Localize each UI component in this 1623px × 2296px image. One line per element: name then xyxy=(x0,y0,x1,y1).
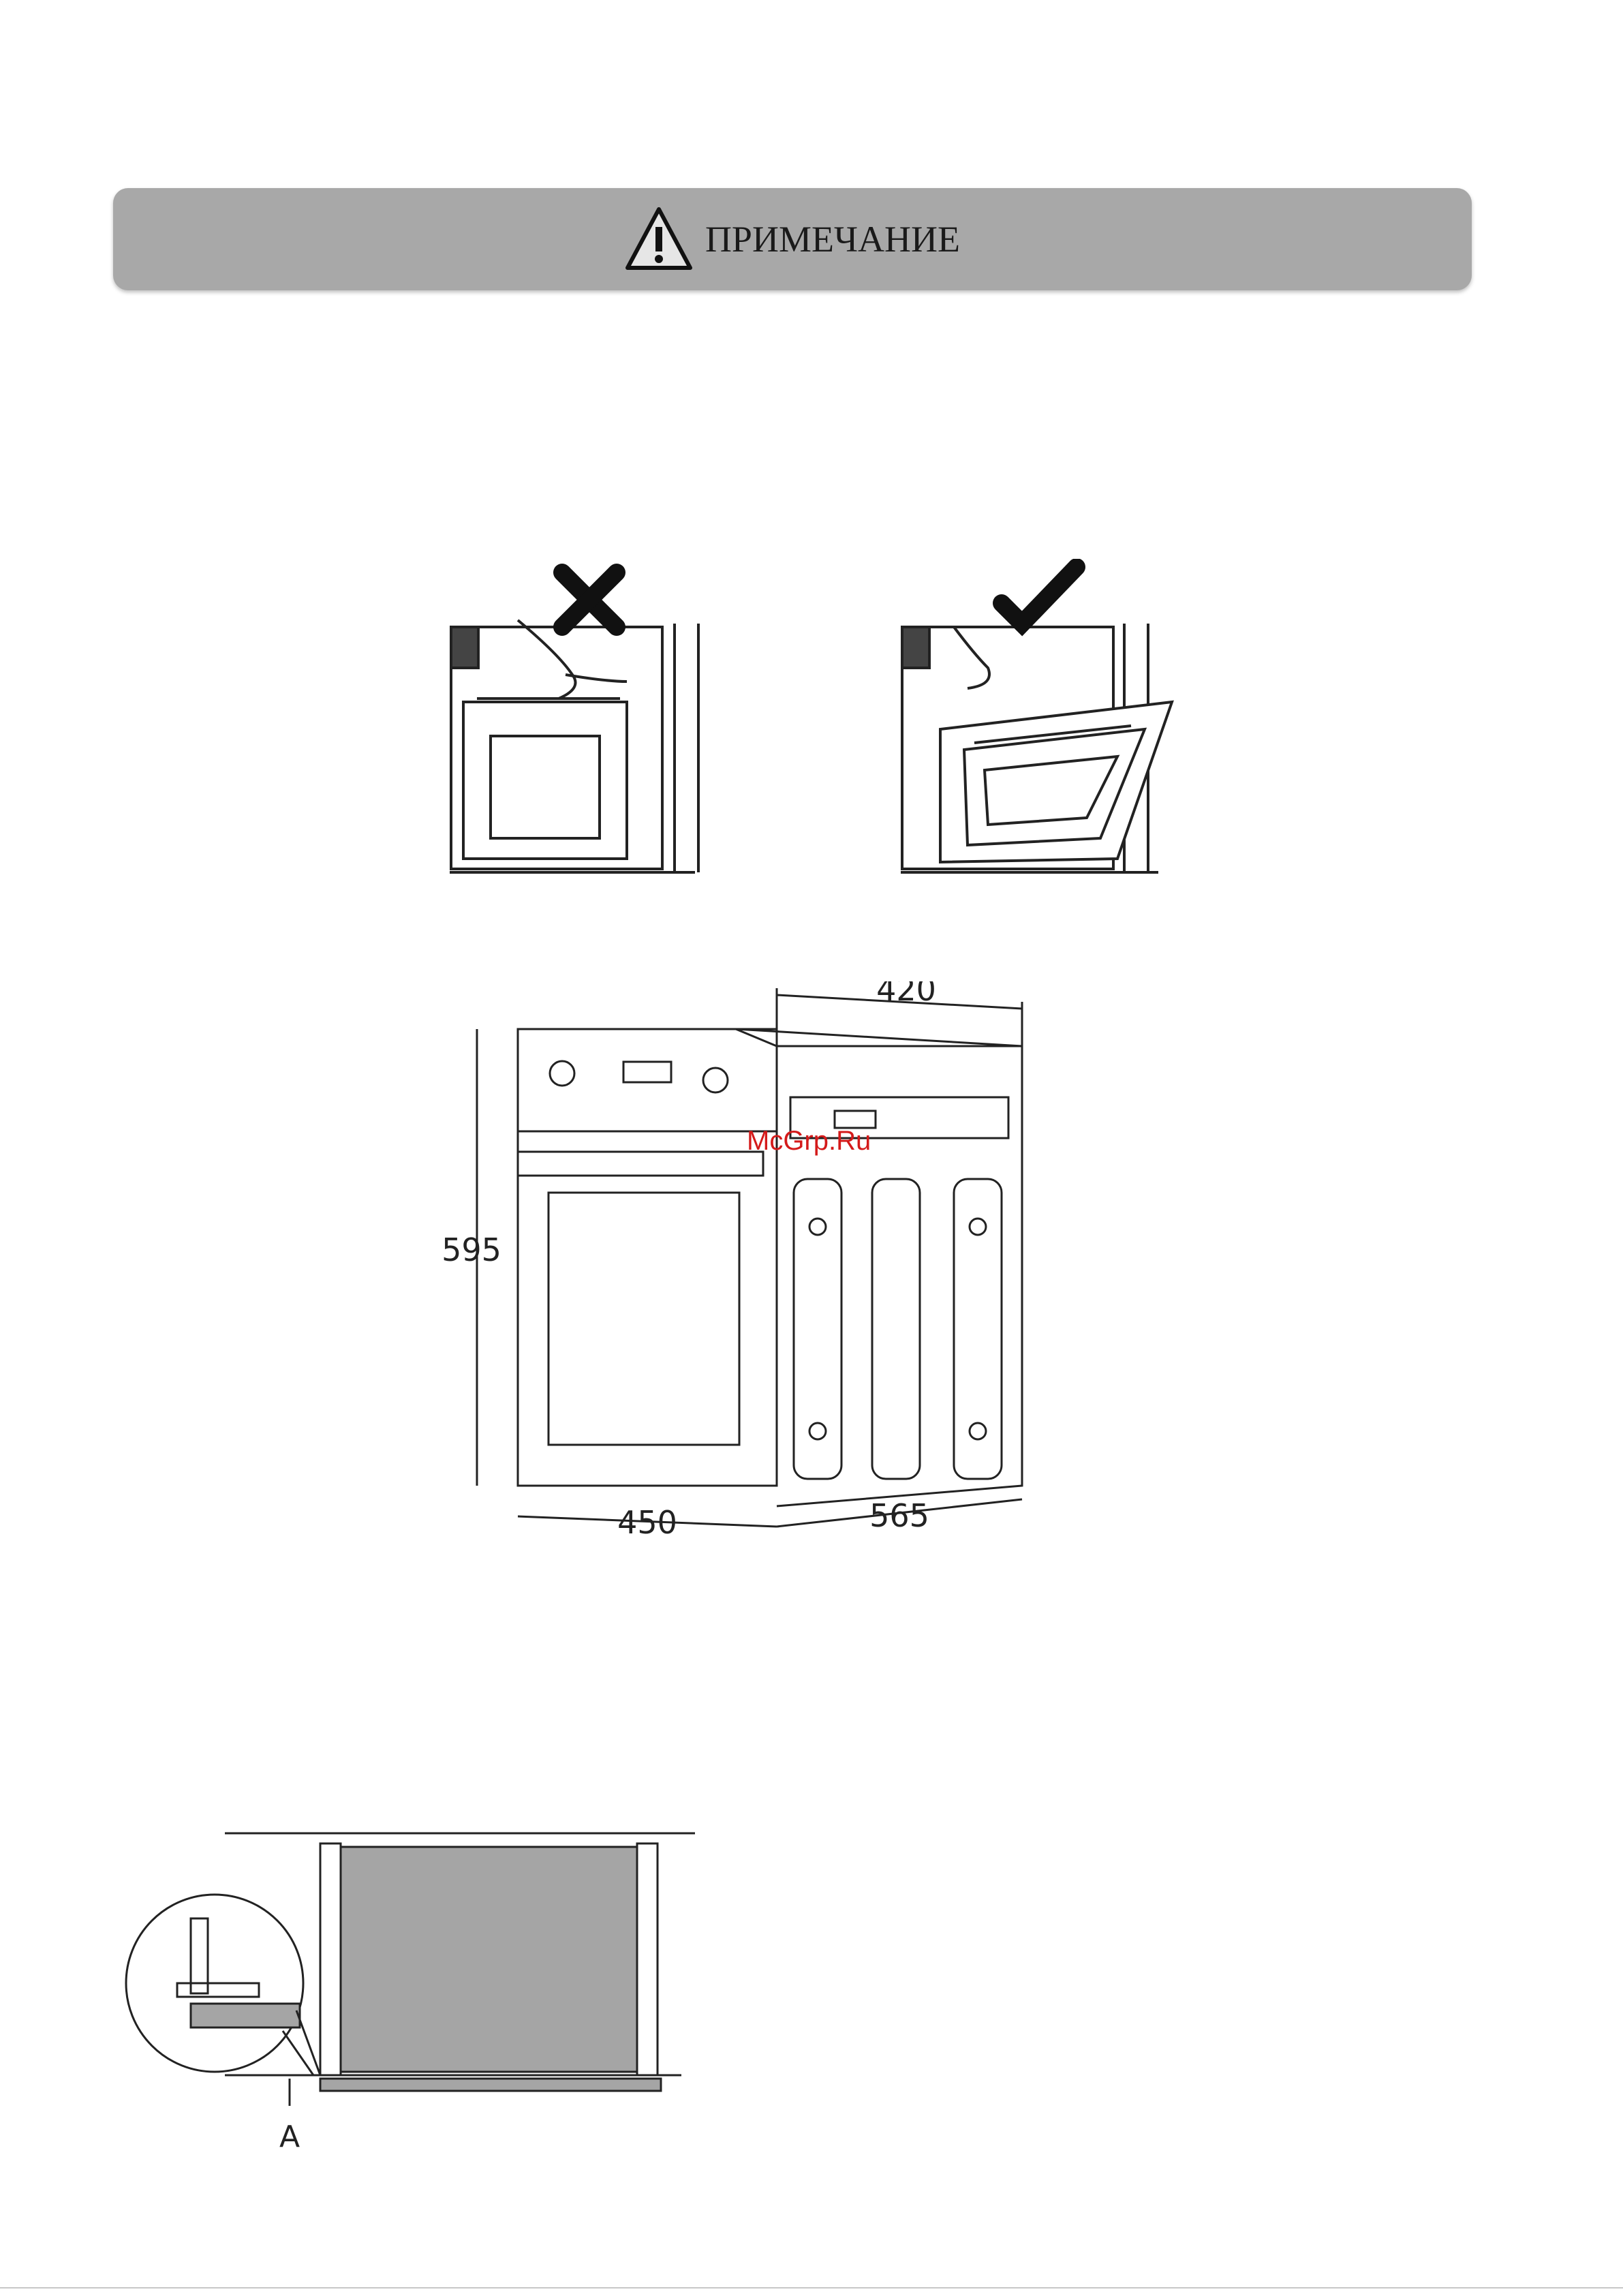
installation-figure: A xyxy=(109,1806,722,2160)
dimension-depth: 420 xyxy=(876,981,936,1008)
wrong-open-panel xyxy=(450,620,698,872)
door-handling-figure xyxy=(436,559,1199,886)
detail-label-a: A xyxy=(279,2119,300,2154)
correct-open-panel xyxy=(901,624,1172,872)
check-icon xyxy=(1002,567,1077,624)
banner-title: ПРИМЕЧАНИЕ xyxy=(705,218,960,260)
oven-dimensions-figure: 420 595 450 565 xyxy=(436,981,1077,1540)
note-banner: ПРИМЕЧАНИЕ xyxy=(113,188,1472,290)
watermark: McGrp.Ru xyxy=(747,1126,871,1157)
dimension-width-side: 565 xyxy=(869,1497,929,1534)
cross-icon xyxy=(562,572,617,627)
page-bottom-rule xyxy=(0,2287,1623,2289)
dimension-height: 595 xyxy=(442,1231,501,1268)
warning-triangle-icon xyxy=(625,205,693,273)
dimension-width-front: 450 xyxy=(617,1504,677,1540)
